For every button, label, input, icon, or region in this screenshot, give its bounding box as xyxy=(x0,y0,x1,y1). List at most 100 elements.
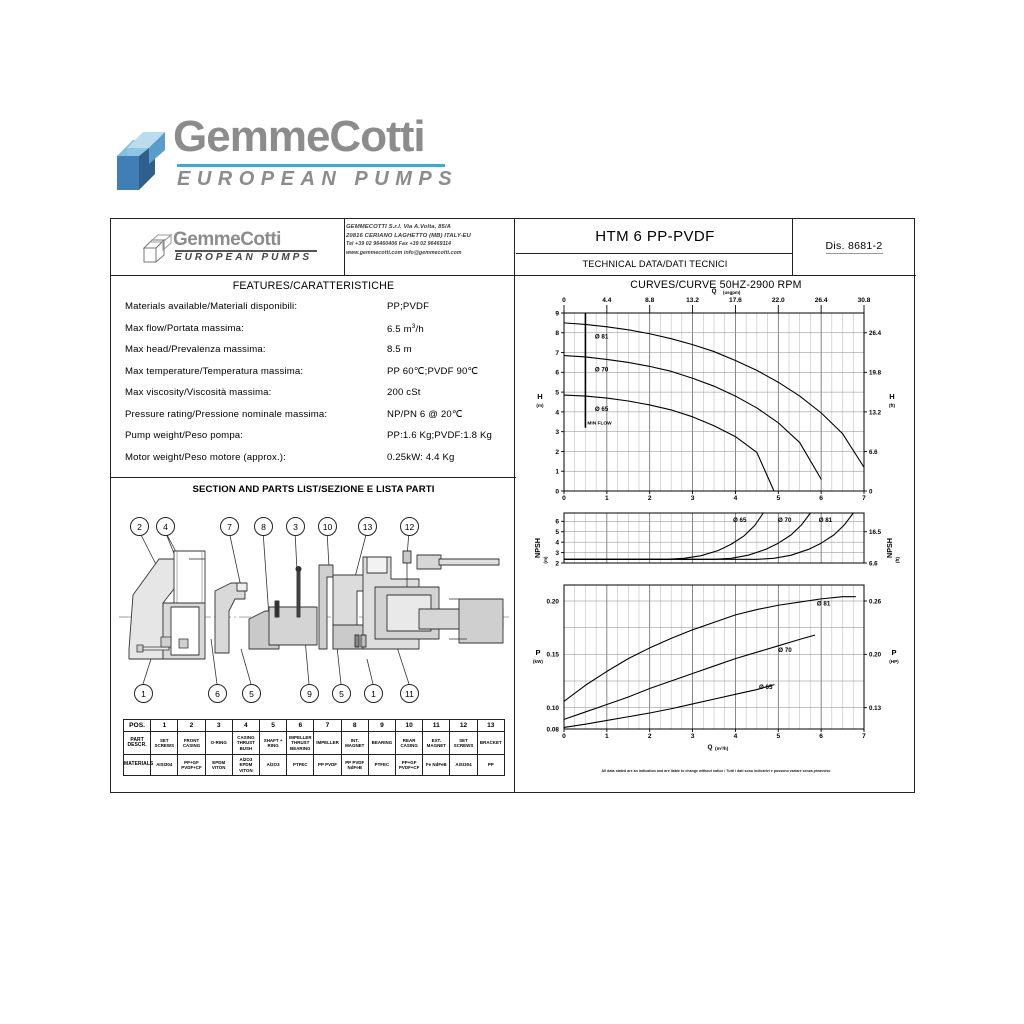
logo-mark-icon xyxy=(117,132,165,190)
address-line-4: www.gemmecotti.com info@gemmecotti.com xyxy=(346,249,462,256)
svg-text:Q: Q xyxy=(708,744,713,751)
svg-text:5: 5 xyxy=(555,390,559,397)
svg-text:0.20: 0.20 xyxy=(547,598,560,605)
feature-value: 0.25kW: 4.4 Kg xyxy=(387,451,455,463)
feature-value: 200 cSt xyxy=(387,387,421,398)
svg-text:(usgpm): (usgpm) xyxy=(723,290,741,295)
svg-text:3: 3 xyxy=(555,550,559,557)
mat-cell: Al2O3 xyxy=(259,754,288,776)
svg-text:1: 1 xyxy=(555,469,559,476)
feature-label: Max viscosity/Viscosità massima: xyxy=(125,387,272,398)
callout-8: 8 xyxy=(254,517,273,536)
mat-cell: PTFEC xyxy=(367,754,397,776)
svg-text:3: 3 xyxy=(691,495,695,502)
svg-text:0.15: 0.15 xyxy=(547,652,560,659)
svg-text:2: 2 xyxy=(555,560,559,567)
svg-text:H: H xyxy=(537,392,542,401)
desc-cell: BRACKET xyxy=(476,731,506,755)
pos-cell: 12 xyxy=(449,719,478,732)
svg-text:8.8: 8.8 xyxy=(645,297,654,304)
svg-text:6: 6 xyxy=(555,370,559,377)
mat-cell: PP PVDF xyxy=(313,754,342,776)
rule-dis xyxy=(792,219,794,275)
svg-text:4.4: 4.4 xyxy=(602,297,611,304)
pos-cell: 3 xyxy=(204,719,233,732)
svg-text:6.6: 6.6 xyxy=(869,449,878,456)
svg-text:H: H xyxy=(889,392,894,401)
svg-text:(kW): (kW) xyxy=(533,659,543,664)
desc-cell: INT. MAGNET xyxy=(340,731,369,755)
feature-label: Materials available/Materiali disponibil… xyxy=(125,301,298,312)
mat-cell: AISI304 xyxy=(150,754,179,776)
th-pos: POS. xyxy=(122,719,152,732)
th-materials: MATERIALS xyxy=(122,754,153,776)
company-logo: GemmeCotti EUROPEAN PUMPS xyxy=(115,112,452,198)
model-title: HTM 6 PP-PVDF xyxy=(595,227,715,245)
table-row-positions: POS. 1 2 3 4 5 6 7 8 9 10 11 12 13 xyxy=(122,719,506,732)
features-title: FEATURES/CARATTERISTICHE xyxy=(232,280,395,292)
callout-9: 9 xyxy=(300,684,319,703)
svg-text:P: P xyxy=(891,648,896,657)
svg-text:26.4: 26.4 xyxy=(869,330,882,337)
svg-text:0: 0 xyxy=(869,488,873,495)
rule-features-bottom xyxy=(111,477,516,479)
svg-text:0: 0 xyxy=(562,733,566,740)
rule-model-tech xyxy=(516,253,792,255)
svg-text:2: 2 xyxy=(648,733,652,740)
svg-text:1: 1 xyxy=(605,733,609,740)
svg-text:(ft): (ft) xyxy=(889,403,896,408)
svg-text:0: 0 xyxy=(562,297,566,304)
drawing-number: Dis. 8681-2 xyxy=(825,240,883,254)
svg-text:Ø 70: Ø 70 xyxy=(778,647,792,654)
svg-text:(m³/h): (m³/h) xyxy=(715,746,729,752)
svg-text:0.08: 0.08 xyxy=(547,726,560,733)
pump-cross-section-svg xyxy=(119,530,509,685)
feature-row: Max temperature/Temperatura massima: PP … xyxy=(125,364,515,386)
pos-cell: 5 xyxy=(259,719,288,732)
feature-row: Pressure rating/Pressione nominale massi… xyxy=(125,407,515,429)
desc-cell: EXT. MAGNET xyxy=(422,731,451,755)
svg-text:3: 3 xyxy=(555,429,559,436)
desc-cell: REAR CASING xyxy=(395,731,424,755)
address-line-3: Tel +39 02 96460406 Fax +39 02 96469114 xyxy=(346,241,452,248)
feature-row: Max viscosity/Viscosità massima: 200 cSt xyxy=(125,385,515,407)
pos-cell: 13 xyxy=(476,719,506,732)
svg-text:(m): (m) xyxy=(543,556,548,564)
desc-cell: SET SCREWS xyxy=(150,731,179,755)
svg-text:9: 9 xyxy=(555,310,559,317)
feature-row: Materials available/Materiali disponibil… xyxy=(125,299,515,321)
address-line-1: GEMMECOTTI S.r.l. Via A.Volta, 85/A xyxy=(346,224,451,230)
header-logo-tagline: EUROPEAN PUMPS xyxy=(175,252,313,263)
svg-text:7: 7 xyxy=(862,733,866,740)
parts-table: POS. 1 2 3 4 5 6 7 8 9 10 11 12 13 PART … xyxy=(122,719,506,776)
mat-cell: PP PVDF NdFeB xyxy=(340,754,369,776)
svg-text:(ft): (ft) xyxy=(895,556,900,563)
datasheet-frame: GemmeCotti EUROPEAN PUMPS GEMMECOTTI S.r… xyxy=(110,218,916,793)
feature-label: Max temperature/Temperatura massima: xyxy=(125,365,304,377)
pos-cell: 9 xyxy=(367,719,397,732)
header-logo-wordmark: GemmeCotti xyxy=(173,229,281,250)
callout-5b: 5 xyxy=(332,684,351,703)
svg-text:7: 7 xyxy=(862,495,866,502)
feature-value: PP 60℃;PVDF 90℃ xyxy=(387,365,479,377)
svg-text:7: 7 xyxy=(555,350,559,357)
mat-cell: PP xyxy=(476,754,506,776)
feature-label: Max flow/Portata massima: xyxy=(125,322,244,334)
svg-text:5: 5 xyxy=(776,733,780,740)
svg-text:6: 6 xyxy=(819,733,823,740)
feature-label: Pump weight/Peso pompa: xyxy=(125,430,244,441)
logo-wordmark: GemmeCotti xyxy=(173,112,426,161)
desc-cell: O-RING xyxy=(204,731,233,755)
svg-text:22.0: 22.0 xyxy=(772,297,785,304)
desc-cell: BEARING xyxy=(367,731,397,755)
callout-11: 11 xyxy=(400,684,419,703)
callout-2: 2 xyxy=(130,517,149,536)
svg-text:6: 6 xyxy=(555,519,559,526)
callout-10: 10 xyxy=(318,517,337,536)
pos-cell: 2 xyxy=(177,719,206,732)
svg-text:Q: Q xyxy=(712,288,717,295)
svg-text:6: 6 xyxy=(819,495,823,502)
desc-cell: SHAFT + RING xyxy=(259,731,288,755)
mat-cell: Fe NdFeB xyxy=(422,754,451,776)
